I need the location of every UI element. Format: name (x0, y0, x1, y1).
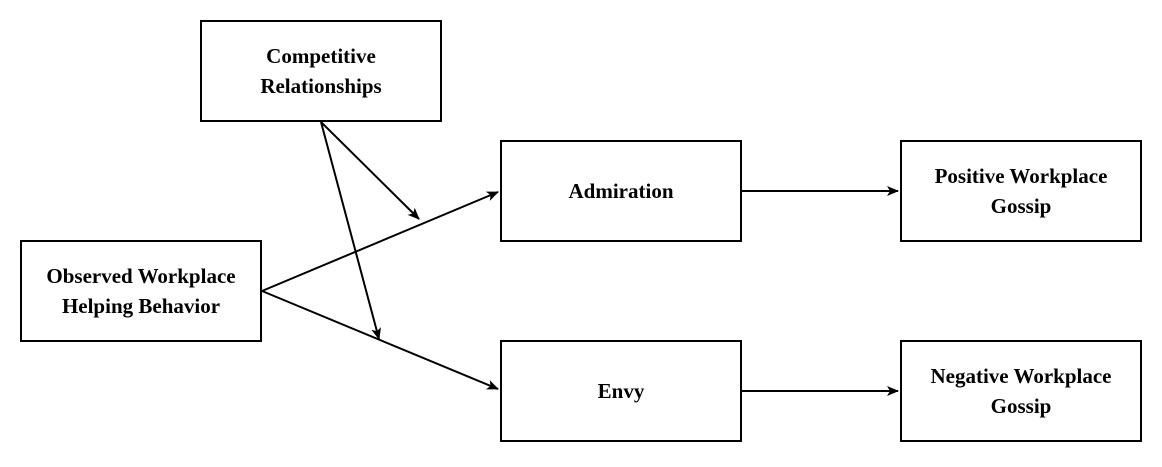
positive-gossip-label: Positive Workplace Gossip (934, 164, 1108, 218)
envy-label: Envy (597, 379, 645, 403)
arrow-competitive-moderates-envy-path (320, 121, 381, 340)
arrow-competitive-moderates-admiration-path (320, 121, 420, 220)
arrow-observed-to-admiration (261, 191, 499, 292)
positive-gossip-box: Positive Workplace Gossip (900, 140, 1142, 242)
negative-gossip-label: Negative Workplace Gossip (930, 364, 1112, 418)
competitive-relationships-label: Competitive Relationships (260, 44, 382, 98)
admiration-box: Admiration (500, 140, 742, 242)
arrow-observed-to-envy (261, 290, 499, 390)
envy-box: Envy (500, 340, 742, 442)
admiration-label: Admiration (568, 179, 674, 203)
observed-helping-behavior-label: Observed Workplace Helping Behavior (46, 264, 236, 318)
negative-gossip-box: Negative Workplace Gossip (900, 340, 1142, 442)
observed-helping-behavior-box: Observed Workplace Helping Behavior (20, 240, 262, 342)
competitive-relationships-box: Competitive Relationships (200, 20, 442, 122)
